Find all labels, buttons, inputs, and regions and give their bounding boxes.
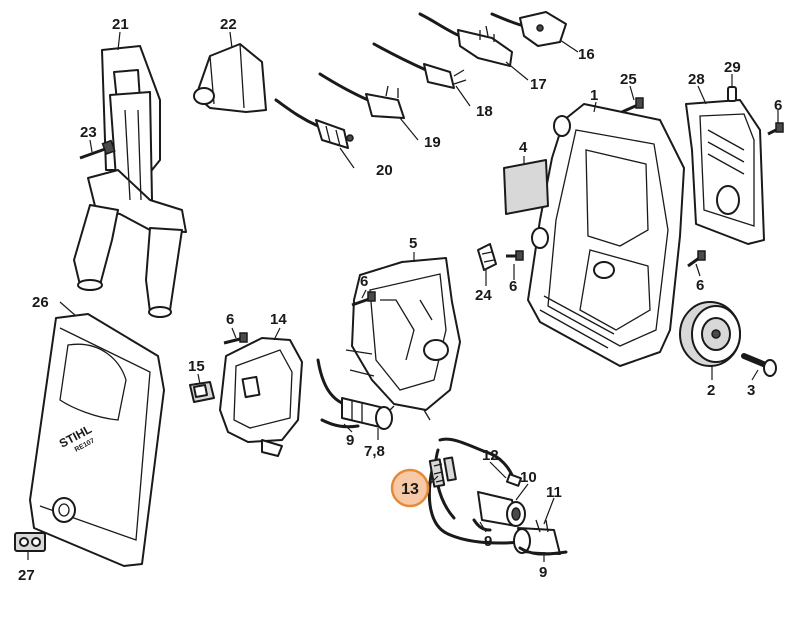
label-part-1: 1 [590,87,598,104]
label-part-6a: 6 [226,311,234,328]
label-part-5: 5 [409,235,417,252]
label-part-20: 20 [376,162,393,179]
part-5-pump-housing [345,257,461,421]
part-16-power-cord [490,11,567,47]
label-part-22: 22 [220,16,237,33]
part-9-cable-b [472,518,492,532]
part-3-axle-pin [741,353,777,377]
part-11-capacitor [513,519,561,555]
part-2-wheel [679,301,741,367]
label-part-28: 28 [688,71,705,88]
label-part-4: 4 [519,139,528,156]
highlight-part-13[interactable]: 13 [390,468,430,508]
label-part-23: 23 [80,124,97,141]
label-part-6e: 6 [696,277,704,294]
label-part-6b: 6 [360,273,368,290]
part-6-screw-c [506,250,524,261]
label-part-18: 18 [476,103,493,120]
part-18-power-cord [372,42,467,89]
label-part-17: 17 [530,76,547,93]
label-part-21: 21 [112,16,129,33]
part-21-handle [73,45,187,318]
part-23-screw [79,139,116,160]
part-9-cable-c [518,546,568,556]
part-6-screw-d [767,122,784,136]
part-4-label [503,159,549,215]
label-part-14: 14 [270,311,287,328]
part-25-screw [621,97,644,114]
part-6-screw-b [351,291,376,307]
label-part-9c: 9 [539,564,547,581]
label-part-27: 27 [18,567,35,584]
label-part-16: 16 [578,46,595,63]
part-14-motor-cover [219,337,303,457]
label-part-26: 26 [32,294,49,311]
part-26-front-housing: STIHL RE107 [29,313,165,567]
part-6-screw-e [687,250,706,268]
part-19-power-cord [318,72,405,119]
label-part-9b: 9 [484,533,492,550]
part-20-power-cord [274,98,354,149]
part-6-screw-a [223,332,248,345]
label-part-6c: 6 [509,278,517,295]
label-part-2: 2 [707,382,715,399]
part-labels: 21 22 23 26 27 15 6 14 6 5 9 7,8 20 19 1… [18,16,782,584]
part-15-switch [189,381,215,403]
label-part-13: 13 [401,481,419,498]
label-part-24: 24 [475,287,492,304]
part-9-cable-a [320,418,360,429]
part-78-capacitor [316,358,393,430]
part-1-main-frame [527,103,685,367]
label-part-6d: 6 [774,97,782,114]
label-part-19: 19 [424,134,441,151]
label-part-29: 29 [724,59,741,76]
leader-lines [27,31,779,562]
part-29-pin [727,86,737,102]
part-17-power-cord [418,12,513,67]
part-28-side-panel [685,99,765,245]
label-part-9a: 9 [346,432,354,449]
part-24-clip [477,243,497,271]
label-part-3: 3 [747,382,755,399]
label-part-10: 10 [520,469,537,486]
part-22-cover [193,43,267,113]
label-part-78: 7,8 [364,443,385,460]
label-part-11: 11 [546,484,562,501]
part-27-plate [14,532,46,552]
part-10-capacitor [477,491,526,527]
label-part-12: 12 [482,447,499,464]
label-part-25: 25 [620,71,637,88]
part-13-wiring-harness [427,437,522,545]
part-12-connector [505,473,523,487]
highlight-circle [390,468,430,508]
label-part-15: 15 [188,358,205,375]
